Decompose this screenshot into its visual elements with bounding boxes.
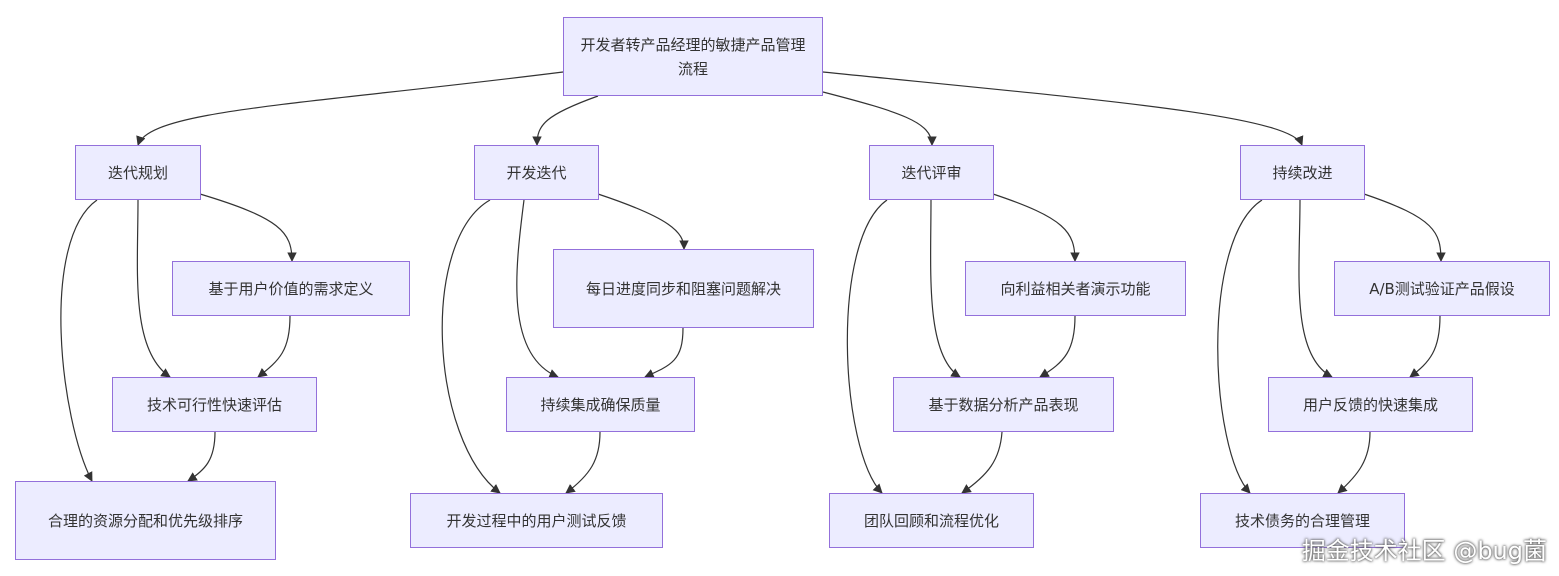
branch-3-node-b-label: 基于数据分析产品表现	[928, 395, 1079, 414]
branch-4-node-a-label: A/B测试验证产品假设	[1369, 279, 1515, 298]
edge-b3-b-to-c	[961, 431, 1003, 494]
branch-1-title-label: 迭代规划	[107, 163, 168, 182]
branch-1-node-a-label: 基于用户价值的需求定义	[208, 279, 374, 298]
branch-2-node-c: 开发过程中的用户测试反馈	[410, 493, 663, 548]
edge-b3-a-to-b	[1039, 315, 1076, 378]
edge-b2-title-to-b	[516, 199, 559, 379]
edge-b1-title-to-c	[60, 199, 98, 482]
edge-b1-b-to-c	[187, 431, 216, 482]
branch-3-title-node: 迭代评审	[869, 145, 994, 200]
edge-b2-title-to-a	[597, 193, 689, 250]
edge-b3-title-to-b	[930, 199, 961, 378]
edge-root-to-branch-3	[822, 91, 937, 146]
branch-1-node-b: 技术可行性快速评估	[112, 377, 317, 432]
branch-1-node-b-label: 技术可行性快速评估	[146, 395, 282, 414]
edge-b2-b-to-c	[565, 431, 601, 494]
branch-2-title-node: 开发迭代	[474, 145, 599, 200]
branch-2-node-a-label: 每日进度同步和阻塞问题解决	[585, 279, 781, 298]
branch-3-title-label: 迭代评审	[901, 163, 962, 182]
branch-3-node-a: 向利益相关者演示功能	[965, 261, 1186, 316]
branch-2-title-label: 开发迭代	[506, 163, 567, 182]
branch-4-node-b-label: 用户反馈的快速集成	[1302, 395, 1438, 414]
branch-4-node-c: 技术债务的合理管理	[1200, 493, 1405, 548]
root-node-label: 开发者转产品经理的敏捷产品管理流程	[580, 35, 806, 78]
edge-root-to-branch-1	[136, 71, 564, 146]
branch-4-node-b: 用户反馈的快速集成	[1268, 377, 1473, 432]
branch-3-node-c: 团队回顾和流程优化	[829, 493, 1034, 548]
edge-b2-a-to-b	[644, 327, 684, 378]
branch-3-node-a-label: 向利益相关者演示功能	[1000, 279, 1151, 298]
edge-b1-a-to-b	[257, 315, 291, 378]
edge-root-to-branch-4	[822, 71, 1304, 146]
edge-b4-a-to-b	[1409, 315, 1441, 378]
edge-b4-title-to-a	[1363, 193, 1446, 262]
edge-b4-b-to-c	[1337, 431, 1371, 494]
branch-4-title-node: 持续改进	[1240, 145, 1365, 200]
edge-b2-title-to-c	[441, 199, 501, 494]
branch-1-node-c-label: 合理的资源分配和优先级排序	[47, 511, 243, 530]
branch-2-node-c-label: 开发过程中的用户测试反馈	[446, 511, 627, 530]
edge-b3-title-to-c	[846, 199, 888, 494]
root-node: 开发者转产品经理的敏捷产品管理流程	[563, 17, 823, 96]
branch-2-node-b-label: 持续集成确保质量	[540, 395, 661, 414]
edge-b4-title-to-b	[1298, 199, 1333, 378]
branch-1-node-c: 合理的资源分配和优先级排序	[15, 481, 276, 560]
branch-2-node-a: 每日进度同步和阻塞问题解决	[553, 249, 814, 328]
branch-1-title-node: 迭代规划	[75, 145, 201, 200]
branch-4-title-label: 持续改进	[1272, 163, 1333, 182]
edge-b3-title-to-a	[992, 193, 1080, 262]
edge-b4-title-to-c	[1217, 199, 1263, 494]
watermark-text: 掘金技术社区 @bug菌	[1301, 537, 1547, 565]
edge-root-to-branch-2	[532, 95, 599, 146]
branch-3-node-b: 基于数据分析产品表现	[893, 377, 1114, 432]
branch-3-node-c-label: 团队回顾和流程优化	[863, 511, 999, 530]
branch-4-node-c-label: 技术债务的合理管理	[1234, 511, 1370, 530]
edge-b1-title-to-b	[136, 199, 171, 378]
branch-1-node-a: 基于用户价值的需求定义	[172, 261, 410, 316]
edge-b1-title-to-a	[199, 193, 297, 262]
branch-4-node-a: A/B测试验证产品假设	[1334, 261, 1550, 316]
branch-2-node-b: 持续集成确保质量	[506, 377, 695, 432]
